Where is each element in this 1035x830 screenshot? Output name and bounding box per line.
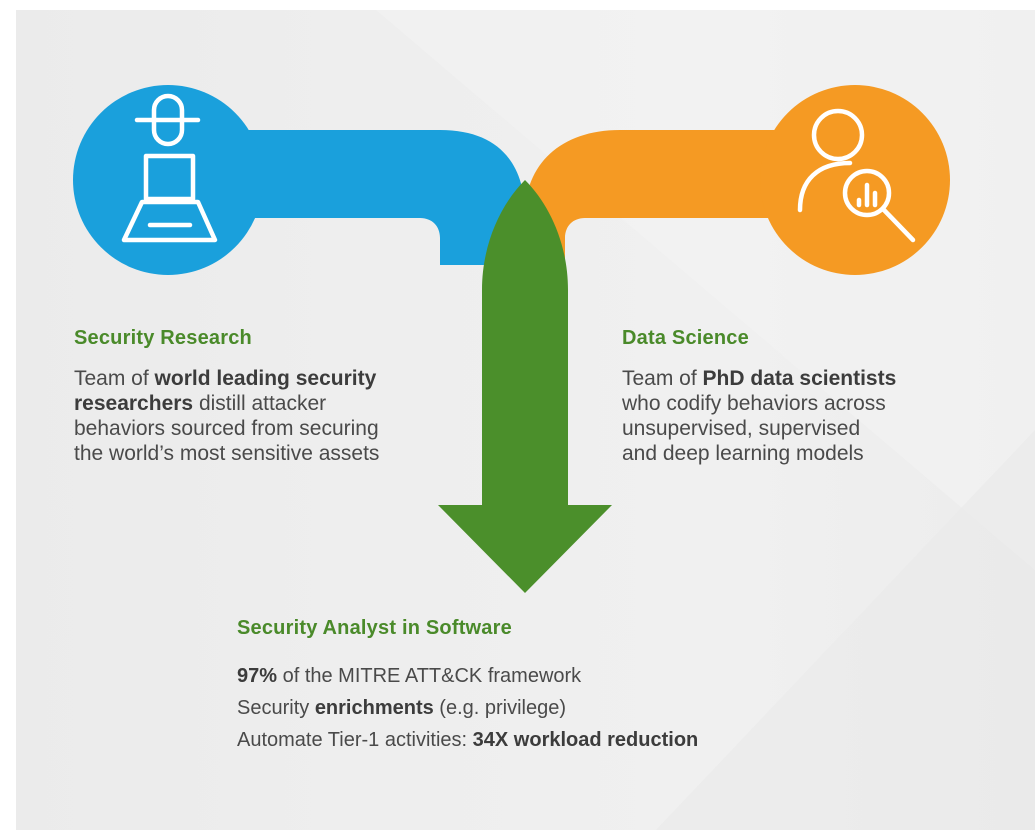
description-line: who codify behaviors across	[622, 391, 1022, 416]
bold-text-run: PhD data scientists	[702, 367, 897, 390]
description-line: Team of PhD data scientists	[622, 366, 1022, 391]
text-run: unsupervised, supervised	[622, 417, 861, 440]
green-flow-arrow	[438, 180, 612, 593]
description-line: behaviors sourced from securing	[74, 416, 494, 441]
text-run: Security	[237, 697, 315, 719]
text-run: who codify behaviors across	[622, 392, 886, 415]
analyst-list-item: 97% of the MITRE ATT&CK framework	[237, 660, 937, 692]
text-run: and deep learning models	[622, 442, 864, 465]
security-analyst-block: Security Analyst in Software 97% of the …	[237, 617, 937, 756]
data-science-block: Data Science Team of PhD data scientists…	[622, 327, 1022, 466]
bold-text-run: enrichments	[314, 697, 434, 719]
bold-text-run: 97%	[237, 665, 278, 687]
security-research-description: Team of world leading security researche…	[74, 366, 494, 466]
text-run: of the MITRE ATT&CK framework	[277, 665, 582, 687]
security-analyst-heading: Security Analyst in Software	[237, 617, 512, 639]
data-scientist-icon	[797, 108, 916, 243]
text-run: Automate Tier-1 activities:	[237, 729, 473, 751]
data-science-heading: Data Science	[622, 327, 749, 349]
bold-text-run: world leading security	[154, 367, 377, 390]
description-line: and deep learning models	[622, 441, 1022, 466]
data-science-circle	[760, 85, 950, 275]
security-research-heading: Security Research	[74, 327, 252, 349]
description-line: the world’s most sensitive assets	[74, 441, 494, 466]
bold-text-run: 34X workload reduction	[472, 729, 699, 751]
analyst-list-item: Security enrichments (e.g. privilege)	[237, 692, 937, 724]
security-research-circle	[73, 85, 263, 275]
analyst-list-item: Automate Tier-1 activities: 34X workload…	[237, 724, 937, 756]
data-science-description: Team of PhD data scientists who codify b…	[622, 366, 1022, 466]
text-run: (e.g. privilege)	[433, 697, 567, 719]
security-analyst-list: 97% of the MITRE ATT&CK framework Securi…	[237, 660, 937, 756]
text-run: behaviors sourced from securing	[74, 417, 379, 440]
text-run: Team of	[74, 367, 155, 390]
security-research-block: Security Research Team of world leading …	[74, 327, 494, 466]
text-run: Team of	[622, 367, 703, 390]
description-line: unsupervised, supervised	[622, 416, 1022, 441]
description-line: Team of world leading security	[74, 366, 494, 391]
security-researcher-icon	[121, 93, 218, 243]
description-line: researchers distill attacker	[74, 391, 494, 416]
bold-text-run: researchers	[74, 392, 194, 415]
text-run: distill attacker	[193, 392, 327, 415]
text-run: the world’s most sensitive assets	[74, 442, 380, 465]
